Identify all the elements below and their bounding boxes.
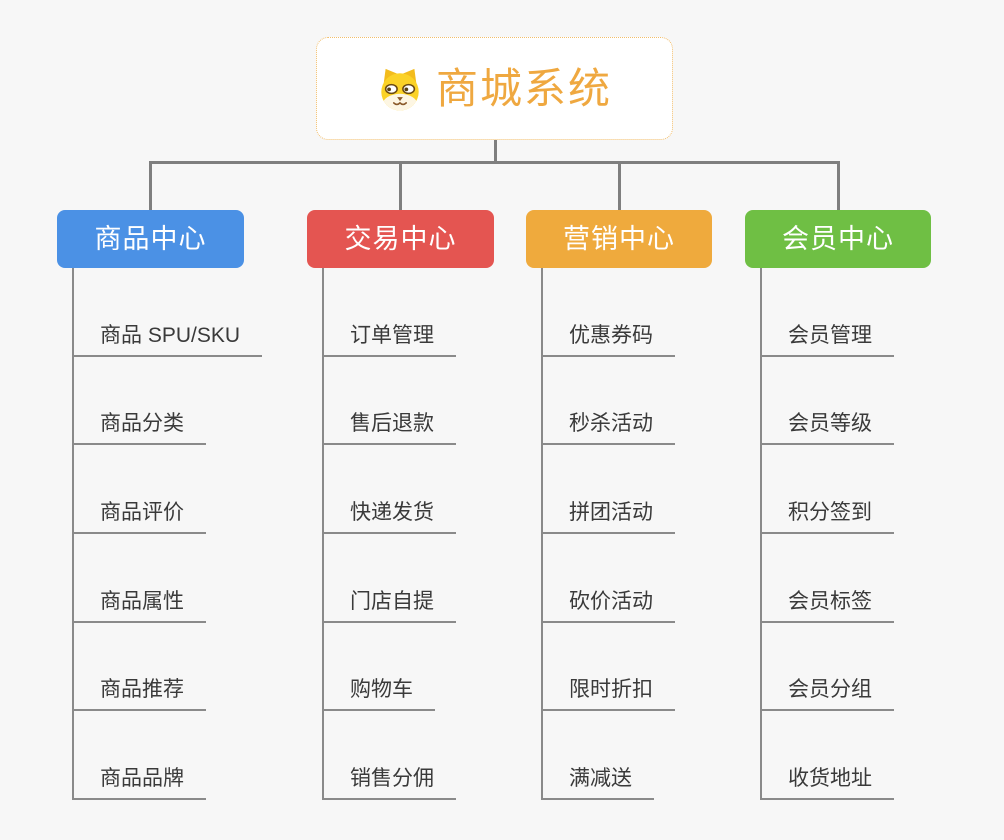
branch-node-trade-center[interactable]: 交易中心	[307, 210, 494, 268]
branch-connector-drop	[149, 164, 152, 210]
child-topic[interactable]: 商品推荐	[72, 623, 206, 712]
main-connector-rail	[149, 161, 840, 164]
child-topic[interactable]: 会员标签	[760, 534, 894, 623]
root-connector-stem	[493, 140, 497, 164]
branch-node-member-center[interactable]: 会员中心	[745, 210, 931, 268]
child-topic[interactable]: 满减送	[541, 711, 654, 800]
child-topic[interactable]: 会员分组	[760, 623, 894, 712]
child-topic[interactable]: 砍价活动	[541, 534, 675, 623]
child-topic[interactable]: 优惠券码	[541, 268, 675, 357]
branch-connector-drop	[399, 164, 402, 210]
root-title: 商城系统	[435, 64, 612, 112]
branch-child-line	[322, 268, 324, 800]
child-topic[interactable]: 积分签到	[760, 445, 894, 534]
branch-children-member-center: 会员管理会员等级积分签到会员标签会员分组收货地址	[760, 268, 894, 800]
child-topic[interactable]: 会员管理	[760, 268, 894, 357]
child-topic[interactable]: 订单管理	[322, 268, 456, 357]
child-topic[interactable]: 会员等级	[760, 357, 894, 446]
branch-label: 营销中心	[563, 223, 675, 254]
branch-children-marketing-center: 优惠券码秒杀活动拼团活动砍价活动限时折扣满减送	[541, 268, 675, 800]
child-topic[interactable]: 商品品牌	[72, 711, 206, 800]
branch-child-line	[760, 268, 762, 800]
child-topic[interactable]: 购物车	[322, 623, 435, 712]
child-topic[interactable]: 限时折扣	[541, 623, 675, 712]
branch-node-marketing-center[interactable]: 营销中心	[526, 210, 712, 268]
branch-child-line	[72, 268, 74, 800]
branch-node-product-center[interactable]: 商品中心	[57, 210, 244, 268]
child-topic[interactable]: 商品 SPU/SKU	[72, 268, 263, 357]
branch-label: 交易中心	[344, 223, 457, 254]
child-topic[interactable]: 快递发货	[322, 445, 456, 534]
child-topic[interactable]: 商品属性	[72, 534, 206, 623]
branch-label: 会员中心	[782, 223, 894, 254]
child-topic[interactable]: 拼团活动	[541, 445, 675, 534]
child-topic[interactable]: 收货地址	[760, 711, 894, 800]
child-topic[interactable]: 商品分类	[72, 357, 206, 446]
branch-connector-drop	[617, 164, 621, 210]
child-topic[interactable]: 商品评价	[72, 445, 206, 534]
child-topic[interactable]: 销售分佣	[322, 711, 456, 800]
child-topic[interactable]: 门店自提	[322, 534, 456, 623]
child-topic[interactable]: 售后退款	[322, 357, 456, 446]
child-topic[interactable]: 秒杀活动	[541, 357, 675, 446]
branch-children-trade-center: 订单管理售后退款快递发货门店自提购物车销售分佣	[322, 268, 456, 800]
branch-label: 商品中心	[94, 223, 207, 254]
branch-connector-drop	[836, 164, 840, 210]
branch-child-line	[541, 268, 543, 800]
dog-face-icon	[377, 66, 423, 112]
root-node[interactable]: 商城系统	[316, 37, 673, 140]
